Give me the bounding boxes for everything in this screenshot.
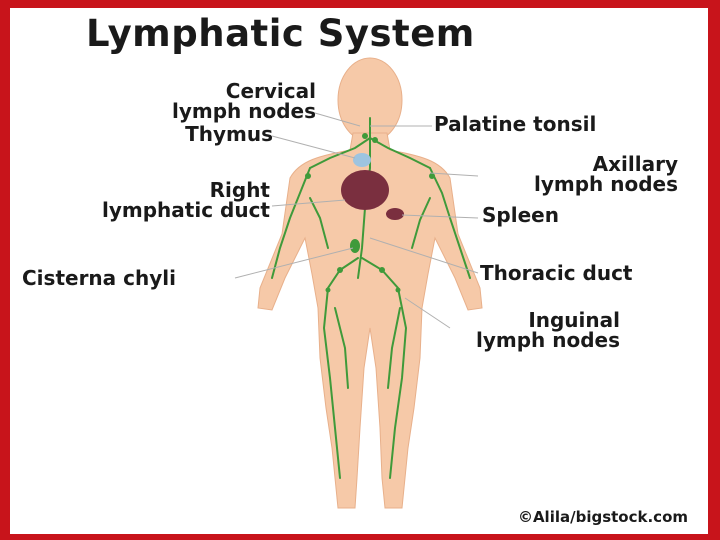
spleen-illustration [386, 208, 404, 220]
label-inguinal-lymph-nodes: Inguinal lymph nodes [475, 308, 620, 352]
lymph-nodes [305, 133, 435, 293]
thymus-illustration [353, 153, 371, 167]
label-palatine-tonsil: Palatine tonsil [434, 112, 597, 136]
body-silhouette [257, 57, 483, 509]
heart-illustration [341, 170, 389, 210]
leader-lines [234, 110, 479, 329]
label-thoracic-duct: Thoracic duct [480, 261, 633, 285]
label-cisterna-chyli: Cisterna chyli [22, 266, 176, 290]
label-cervical-lymph-nodes: Cervical lymph nodes [171, 79, 316, 123]
body-illustration [234, 57, 483, 509]
label-right-lymphatic-duct: Right lymphatic duct [102, 178, 270, 222]
image-credit: ©Alila/bigstock.com [517, 508, 688, 526]
diagram-frame: Lymphatic System Cervical lymph nodes Th… [10, 8, 708, 534]
label-thymus: Thymus [185, 122, 273, 146]
label-spleen: Spleen [482, 203, 559, 227]
diagram-title: Lymphatic System [86, 12, 475, 55]
cisterna-chyli-illustration [350, 239, 360, 253]
label-axillary-lymph-nodes: Axillary lymph nodes [533, 152, 678, 196]
